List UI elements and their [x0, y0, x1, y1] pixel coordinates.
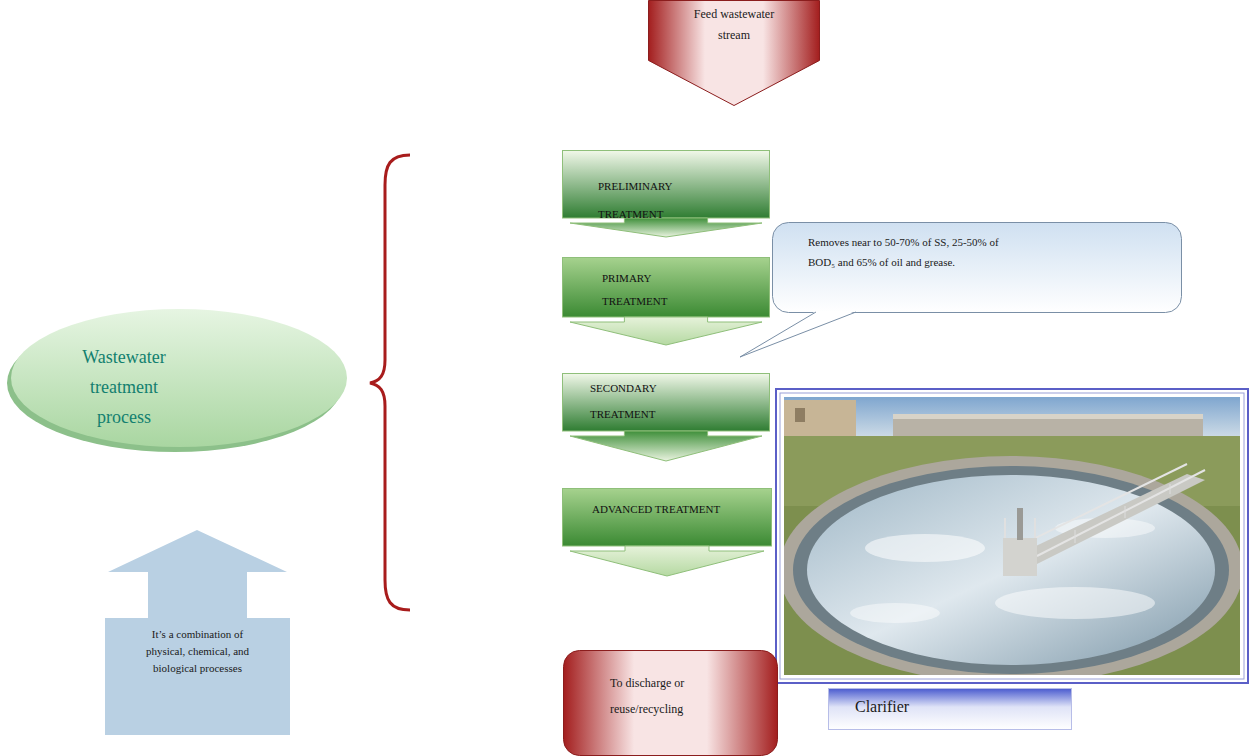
node-label: Clarifier — [855, 696, 1055, 718]
stage-arrow-box-shape — [562, 150, 770, 237]
node-label: SECONDARY TREATMENT — [590, 375, 700, 427]
brace-path — [370, 155, 410, 610]
node-label: Removes near to 50-70% of SS, 25-50% of … — [808, 232, 1020, 272]
node-label: Feed wastewater stream — [679, 4, 789, 46]
node-label: PRELIMINARY TREATMENT — [598, 172, 708, 228]
feed-arrow: Feed wastewater stream — [648, 0, 820, 106]
node-label: ADVANCED TREATMENT — [592, 499, 768, 519]
clarifier-photo — [775, 388, 1249, 684]
node-label: It’s a combination of physical, chemical… — [140, 626, 255, 677]
stage-arrow-box: PRELIMINARY TREATMENT — [562, 150, 770, 237]
node-label: Wastewater treatment process — [62, 342, 186, 432]
output-box: To discharge or reuse/recycling — [563, 650, 778, 756]
node-label: To discharge or reuse/recycling — [610, 670, 730, 722]
note-up-arrow: It’s a combination of physical, chemical… — [105, 530, 290, 735]
stage-arrow-box: ADVANCED TREATMENT — [562, 488, 772, 576]
process-ellipse: Wastewater treatment process — [5, 303, 353, 453]
node-label: PRIMARY TREATMENT — [602, 267, 712, 313]
callout-bubble: Removes near to 50-70% of SS, 25-50% of … — [772, 222, 1182, 313]
stage-arrow-box: SECONDARY TREATMENT — [562, 373, 770, 461]
stage-arrow-box: PRIMARY TREATMENT — [562, 257, 770, 345]
photo-caption: Clarifier — [828, 688, 1072, 730]
curly-brace — [360, 150, 420, 620]
process-ellipse-shape — [5, 303, 353, 453]
stage-arrow-box-shape — [562, 488, 772, 576]
